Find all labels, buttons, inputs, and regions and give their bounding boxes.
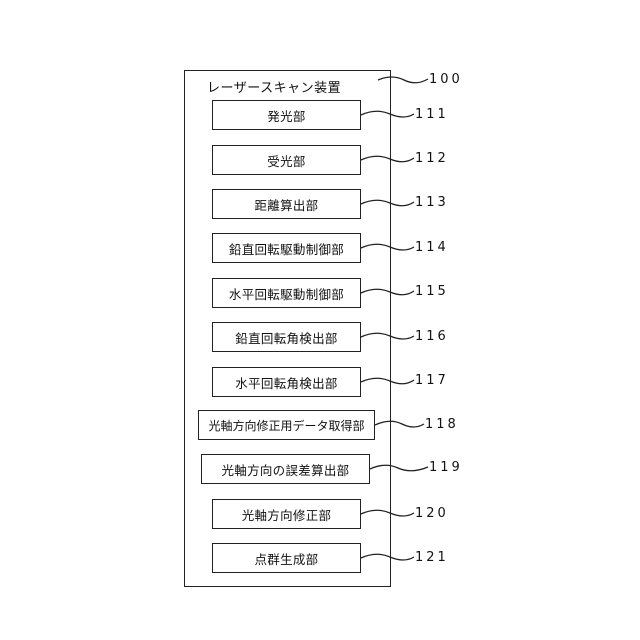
ref-label-113: 113 — [415, 195, 449, 210]
block-label: 水平回転角検出部 — [235, 373, 337, 392]
block-point-cloud: 点群生成部 — [212, 543, 361, 573]
ref-label-100: 100 — [429, 72, 463, 87]
ref-label-120: 120 — [415, 506, 449, 521]
device-title: レーザースキャン装置 — [207, 77, 341, 96]
block-label: 鉛直回転駆動制御部 — [229, 239, 344, 258]
block-label: 発光部 — [267, 106, 305, 125]
ref-label-117: 117 — [415, 373, 449, 388]
block-label: 光軸方向の誤差算出部 — [221, 460, 349, 479]
block-error-calc: 光軸方向の誤差算出部 — [201, 454, 370, 484]
block-label: 光軸方向修正用データ取得部 — [208, 417, 364, 434]
block-horizontal-angle-detect: 水平回転角検出部 — [212, 367, 361, 397]
ref-label-112: 112 — [415, 151, 449, 166]
ref-label-114: 114 — [415, 240, 449, 255]
ref-label-116: 116 — [415, 329, 449, 344]
ref-label-115: 115 — [415, 284, 449, 299]
block-light-emitting: 発光部 — [212, 100, 361, 130]
block-label: 光軸方向修正部 — [242, 505, 332, 524]
ref-label-119: 119 — [429, 460, 463, 475]
block-label: 水平回転駆動制御部 — [229, 284, 344, 303]
block-horizontal-drive-control: 水平回転駆動制御部 — [212, 278, 361, 308]
ref-label-111: 111 — [415, 107, 449, 122]
block-axis-correction: 光軸方向修正部 — [212, 499, 361, 529]
block-label: 受光部 — [267, 151, 305, 170]
block-light-receiving: 受光部 — [212, 145, 361, 175]
block-correction-data-acquisition: 光軸方向修正用データ取得部 — [198, 410, 375, 440]
block-label: 距離算出部 — [254, 195, 318, 214]
block-distance-calc: 距離算出部 — [212, 189, 361, 219]
block-vertical-angle-detect: 鉛直回転角検出部 — [212, 322, 361, 352]
block-label: 点群生成部 — [254, 549, 318, 568]
ref-label-121: 121 — [415, 550, 449, 565]
ref-label-118: 118 — [425, 417, 459, 432]
block-vertical-drive-control: 鉛直回転駆動制御部 — [212, 233, 361, 263]
block-label: 鉛直回転角検出部 — [235, 328, 337, 347]
